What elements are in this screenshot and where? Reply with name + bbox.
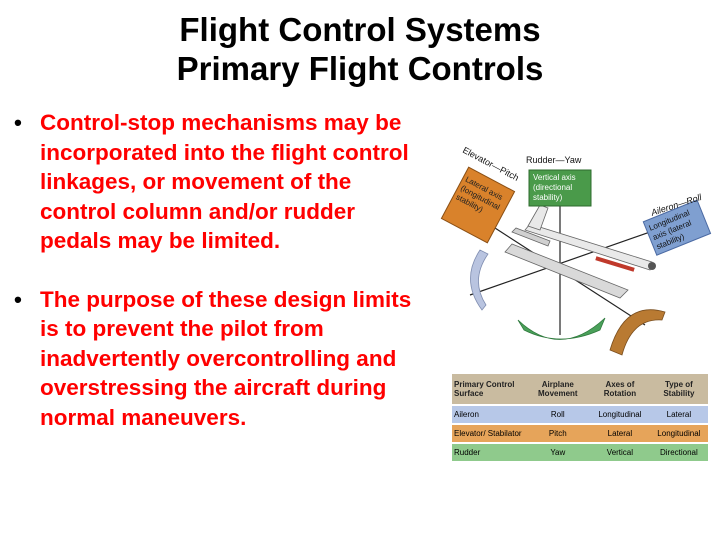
bullet-item: • Control-stop mechanisms may be incorpo…	[14, 108, 432, 256]
pitch-rotation-arrow	[470, 249, 489, 311]
table-cell: Rudder	[452, 443, 526, 463]
vertical-box-line-3: stability)	[533, 193, 563, 202]
roll-rotation-arrow	[609, 309, 666, 356]
table-cell: Yaw	[525, 443, 591, 463]
slide-title: Flight Control Systems Primary Flight Co…	[0, 10, 720, 88]
table-header-cell: Primary Control Surface	[452, 374, 526, 406]
table-cell: Pitch	[525, 424, 591, 444]
table-cell: Directional	[649, 443, 708, 463]
table-cell: Aileron	[452, 405, 526, 425]
bullet-list: • Control-stop mechanisms may be incorpo…	[14, 108, 432, 461]
bullet-text: The purpose of these design limits is to…	[40, 286, 412, 430]
vertical-box-line-1: Vertical axis	[533, 173, 576, 182]
airplane-stabilizer	[511, 227, 551, 247]
svg-text:Longitudinal axis (later: Longitudinal axis (lateral stability)	[648, 207, 701, 251]
table-row: Rudder Yaw Vertical Directional	[452, 443, 708, 463]
table-cell: Longitudinal	[590, 405, 650, 425]
bullet-text: Control-stop mechanisms may be incorpora…	[40, 110, 409, 253]
bullet-marker: •	[14, 286, 22, 312]
longitudinal-axis-box	[642, 199, 712, 256]
title-line-2: Primary Flight Controls	[176, 50, 544, 87]
table-cell: Lateral	[590, 424, 650, 444]
lateral-axis-box	[440, 166, 516, 244]
bullet-marker: •	[14, 110, 22, 135]
airplane-propeller	[648, 262, 656, 270]
rudder-yaw-label: Rudder—Yaw	[526, 155, 582, 165]
yaw-rotation-arrow	[517, 317, 606, 340]
table-cell: Roll	[525, 405, 591, 425]
table-cell: Vertical	[590, 443, 650, 463]
table-header-cell: Airplane Movement	[525, 374, 591, 406]
table-header-cell: Axes of Rotation	[590, 374, 650, 406]
table-header-row: Primary Control Surface Airplane Movemen…	[452, 374, 708, 406]
svg-text:Vertical axis (directional: Vertical axis (directional stability)	[533, 173, 578, 202]
airplane-tail-fin	[527, 204, 549, 231]
table-cell: Longitudinal	[649, 424, 708, 444]
longitudinal-axis-line	[469, 224, 671, 296]
table-row: Elevator/ Stabilator Pitch Lateral Longi…	[452, 424, 708, 444]
title-line-1: Flight Control Systems	[179, 11, 541, 48]
table-header-cell: Type of Stability	[649, 374, 708, 406]
airplane-wing	[504, 243, 629, 299]
table-cell: Lateral	[649, 405, 708, 425]
airplane-stripe	[595, 256, 635, 272]
vertical-axis-box	[528, 169, 592, 207]
bullet-item: • The purpose of these design limits is …	[14, 285, 432, 433]
control-surface-table: Primary Control Surface Airplane Movemen…	[452, 374, 708, 463]
table-cell: Elevator/ Stabilator	[452, 424, 526, 444]
table-row: Aileron Roll Longitudinal Lateral	[452, 405, 708, 425]
vertical-box-line-2: (directional	[533, 183, 572, 192]
airplane-illustration	[504, 204, 656, 299]
